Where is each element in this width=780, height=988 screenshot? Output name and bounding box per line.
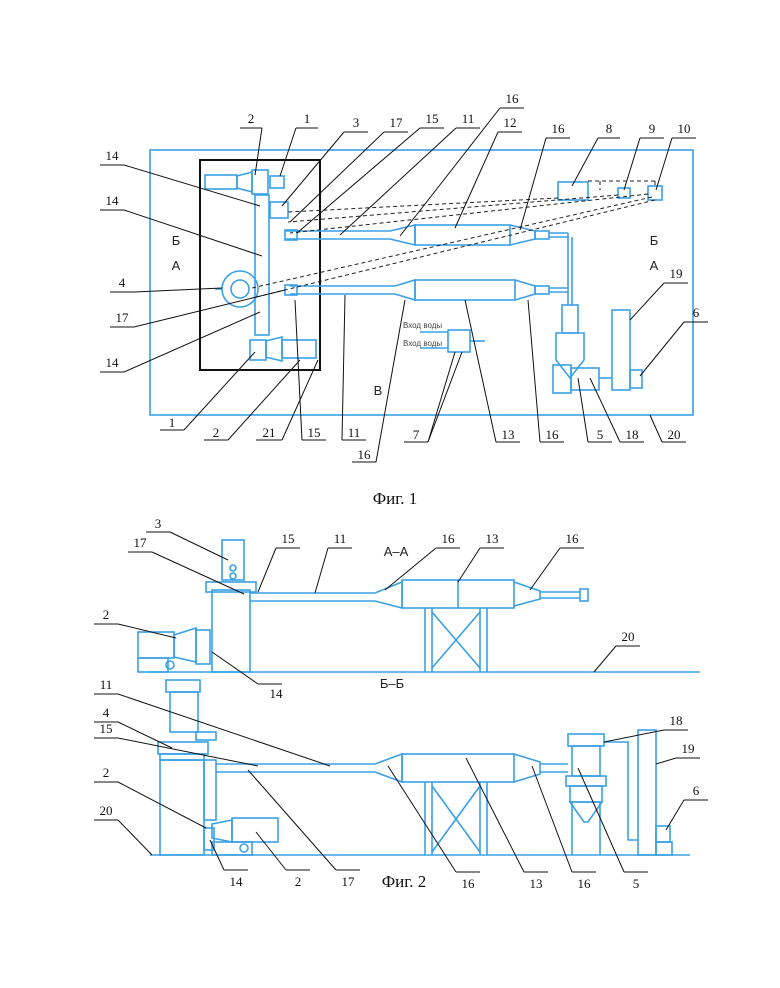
callout-5: 5 bbox=[597, 427, 604, 442]
section-bb-drawing bbox=[150, 680, 690, 855]
fig2-callout-17-b: 17 bbox=[342, 874, 356, 889]
fig2-callout-16-c: 16 bbox=[462, 876, 476, 891]
fig2-callout-14-a: 14 bbox=[270, 686, 284, 701]
cyclone-5 bbox=[553, 305, 599, 393]
callout-17-left: 17 bbox=[116, 310, 130, 325]
callout-6: 6 bbox=[693, 305, 700, 320]
callout-14-b: 14 bbox=[106, 193, 120, 208]
burner-top bbox=[205, 170, 284, 194]
callout-11-top: 11 bbox=[462, 111, 475, 126]
section-aa-drawing bbox=[138, 540, 700, 672]
callout-2-top: 2 bbox=[248, 111, 255, 126]
callout-21: 21 bbox=[263, 425, 276, 440]
section-aa-title: А–А bbox=[384, 544, 409, 559]
unit-3 bbox=[270, 202, 288, 218]
inlet-label-top: Вход воды bbox=[403, 321, 442, 330]
fig2-callout-20-a: 20 bbox=[622, 629, 635, 644]
figure-2-caption: Фиг. 2 bbox=[382, 872, 427, 891]
callout-9: 9 bbox=[649, 121, 656, 136]
fig2-callout-15: 15 bbox=[282, 531, 295, 546]
callout-8: 8 bbox=[606, 121, 613, 136]
callout-14-a: 14 bbox=[106, 148, 120, 163]
callout-1-top: 1 bbox=[304, 111, 311, 126]
column bbox=[255, 195, 269, 335]
callout-16-a: 16 bbox=[506, 91, 520, 106]
fig2-callout-4: 4 bbox=[103, 705, 110, 720]
fig2-callout-13-a: 13 bbox=[486, 531, 499, 546]
callout-12: 12 bbox=[504, 115, 517, 130]
fig2-callout-11-b: 11 bbox=[100, 677, 113, 692]
fig2-callout-14-b: 14 bbox=[230, 874, 244, 889]
leaders-fig1 bbox=[100, 108, 708, 462]
fig2-callout-13-b: 13 bbox=[530, 876, 543, 891]
figure-2: А–А Б–Б bbox=[94, 516, 708, 891]
upper-duct-line bbox=[285, 225, 572, 305]
signal-lines bbox=[252, 194, 655, 298]
callout-3: 3 bbox=[353, 115, 360, 130]
callout-15-bottom: 15 bbox=[308, 425, 321, 440]
callout-13: 13 bbox=[502, 427, 515, 442]
burner-bottom bbox=[250, 337, 316, 361]
furnace-enclosure bbox=[200, 160, 320, 370]
callout-16-c: 16 bbox=[358, 447, 372, 462]
inlet-label-bottom: Вход воды bbox=[403, 339, 442, 348]
figure-1-caption: Фиг. 1 bbox=[373, 489, 418, 508]
callout-16-b: 16 bbox=[552, 121, 566, 136]
fig2-callout-16-a: 16 bbox=[442, 531, 456, 546]
fig2-callout-2-b: 2 bbox=[103, 765, 110, 780]
figure-1: Вход воды Вход воды Б А Б А В bbox=[100, 91, 708, 508]
callout-11-bottom: 11 bbox=[348, 425, 361, 440]
section-mark-a-right: А bbox=[650, 258, 659, 273]
fig2-callout-20-b: 20 bbox=[100, 803, 113, 818]
section-mark-a-left: А bbox=[172, 258, 181, 273]
callout-19: 19 bbox=[670, 266, 683, 281]
fan-19 bbox=[599, 310, 642, 390]
fig2-callout-2-a: 2 bbox=[103, 607, 110, 622]
callout-17-top: 17 bbox=[390, 115, 404, 130]
fig2-callout-15-b: 15 bbox=[100, 721, 113, 736]
callout-15-top: 15 bbox=[426, 111, 439, 126]
callout-18: 18 bbox=[626, 427, 639, 442]
fig2-callout-16-b: 16 bbox=[566, 531, 580, 546]
section-bb-title: Б–Б bbox=[380, 676, 404, 691]
section-mark-b-right: Б bbox=[650, 233, 659, 248]
callout-16-d: 16 bbox=[546, 427, 560, 442]
callout-14-c: 14 bbox=[106, 355, 120, 370]
callout-10: 10 bbox=[678, 121, 691, 136]
fig2-callout-18: 18 bbox=[670, 713, 683, 728]
fig2-callout-3: 3 bbox=[155, 516, 162, 531]
fig2-callout-11: 11 bbox=[334, 531, 347, 546]
section-mark-b-left: Б bbox=[172, 233, 181, 248]
fig2-callout-2-c: 2 bbox=[295, 874, 302, 889]
callout-7: 7 bbox=[413, 427, 420, 442]
fig2-callout-19: 19 bbox=[682, 741, 695, 756]
callout-1-bottom: 1 bbox=[169, 415, 176, 430]
fig2-callout-6: 6 bbox=[693, 783, 700, 798]
callout-20: 20 bbox=[668, 427, 681, 442]
fig2-callout-16-d: 16 bbox=[578, 876, 592, 891]
fig2-callout-17: 17 bbox=[134, 535, 148, 550]
section-mark-v: В bbox=[374, 383, 383, 398]
callout-2-bottom: 2 bbox=[213, 425, 220, 440]
fig2-callout-5: 5 bbox=[633, 876, 640, 891]
callout-4: 4 bbox=[119, 275, 126, 290]
